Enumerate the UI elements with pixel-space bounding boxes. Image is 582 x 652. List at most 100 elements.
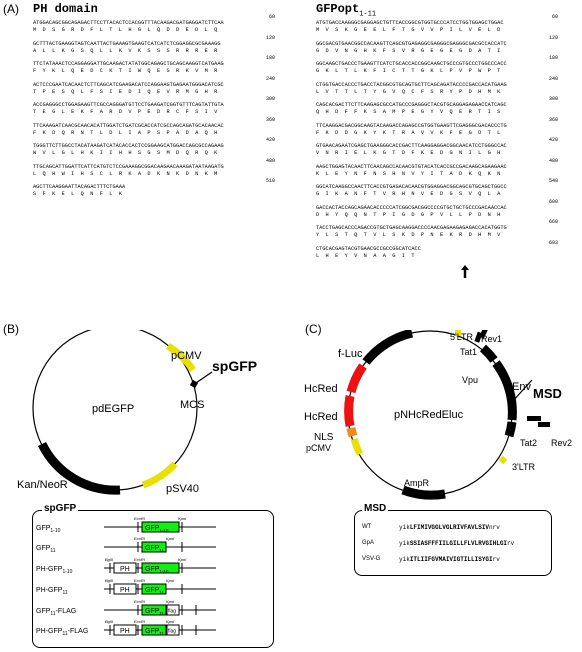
sequence-position: 540 <box>548 178 558 184</box>
amino-acid-sequence: M D S G R D F L T L H G L Q D D E D L Q <box>33 27 218 33</box>
gfp-fragment-box <box>141 562 180 574</box>
nucleotide-sequence: TTCTATAAACTCCAGGAGGATTGCAAGACTATATGGCAGA… <box>33 61 224 67</box>
amino-acid-sequence: S F K E L Q N F L K <box>33 191 123 197</box>
gfp-box-label: GFP1-10 <box>145 525 169 533</box>
construct-name: PH-GFP1-10 <box>36 566 73 575</box>
nucleotide-sequence: CAGCACGACTTCTTCAAGAGCGCCATGCCCGAGGGCTACG… <box>316 102 507 108</box>
amino-acid-sequence: L H E Y V N A A G I T <box>316 252 415 259</box>
msd-variant-name: WT <box>362 524 372 530</box>
construct-name: GFP1-10 <box>36 525 61 534</box>
nucleotide-sequence: ACCGAGGGCCTGGAGAAGTTCGCCAGGGATGTTCCTGAAG… <box>33 102 224 108</box>
tat2-label: Tat2 <box>520 438 537 448</box>
ph-domain-box <box>113 562 137 574</box>
pcmv-label: pCMV <box>171 350 202 362</box>
hcred1-label: HcRed <box>304 383 338 395</box>
nucleotide-sequence: GCTTTACTGAAGGTAGTCAATTACTGAAAGTGAAGTCATC… <box>33 40 221 47</box>
amino-acid-sequence: L V T T L T Y G V Q C F S R Y P D H M K <box>316 88 501 95</box>
nucleotide-sequence: TGGGTTCTTGGCCTACATAAGATCATACACCACTCCGGAA… <box>33 143 224 149</box>
kpni-site-label: KpnI <box>166 599 175 604</box>
mcs-block <box>189 379 199 389</box>
msd-box-title: MSD <box>362 503 389 514</box>
env-label: Env <box>512 381 531 393</box>
amino-acid-sequence: F K D D G K Y K T R A V V K F E G D T L <box>316 129 501 136</box>
nucleotide-sequence: ACTCCCGAATCACAACTCTTCAGCATCGAAGACATCCAGG… <box>33 81 224 88</box>
sequence-position: 300 <box>548 96 558 102</box>
amino-acid-sequence: F K D Q R N T L D L I A P S P A D A Q H <box>33 129 218 136</box>
nucleotide-sequence: CTGCACGAGTACGTGAACGCCGCCGGCATCACC <box>316 245 421 252</box>
amino-acid-sequence: W V L G L H K I I H H S G S M D Q R Q K <box>33 150 218 156</box>
amino-acid-sequence: F Y K L Q E D C K T I W Q E S R K V M R <box>33 68 218 74</box>
sequence-position: 693 <box>548 239 558 246</box>
kpni-site-label: KpnI <box>166 578 175 583</box>
pnhcredeluc-name: pNHcRedEluc <box>394 409 464 421</box>
nucleotide-sequence: TTGCAGCATTGGATTCATTCATGTCTCCGAAAGGCGGACA… <box>33 163 224 170</box>
amino-acid-sequence: L Q H W I H S C L R K A D K N K D N K M <box>33 170 218 177</box>
hcred2-label: HcRed <box>304 411 338 423</box>
sequence-position: 240 <box>548 75 558 82</box>
nls-label: NLS <box>314 432 334 443</box>
bglii-site-label: BglII <box>105 578 114 583</box>
ecori-site-label: EcoRI <box>134 557 146 562</box>
amino-acid-sequence: G K L T L K F I C T T G K L P V P W P T <box>316 68 501 74</box>
sequence-position: 180 <box>265 55 275 61</box>
gfp-fragment-box <box>141 521 180 533</box>
ecori-site-label: EcoRI <box>134 516 146 521</box>
kpni-site-label: KpnI <box>166 619 175 624</box>
kpni-site-label: KpnI <box>178 516 187 521</box>
msd-arc <box>504 421 517 438</box>
sequence-position: 240 <box>265 75 275 82</box>
construct-name: GFP11 <box>36 545 56 554</box>
mcs-label: MCS <box>180 399 204 411</box>
sequence-position: 120 <box>548 34 558 41</box>
ampr-label: AmpR <box>404 478 430 488</box>
nucleotide-sequence: ATGGACAGCGGCAGAGACTTCCTTACACTCCACGGTTTAC… <box>33 20 224 26</box>
psv40-label: pSV40 <box>166 483 199 495</box>
nucleotide-sequence: GTGAACAGAATCGAGCTGAAGGGCACCGACTTCAAGGAGG… <box>316 143 507 149</box>
nucleotide-sequence: GGCAAGCTGACCCTGAAGTTCATCTGCACCACCGGCAAGC… <box>316 61 507 67</box>
nucleotide-sequence: TTCAAGGACGACGGCAAGTACAAGACCAGAGCCGTGGTGA… <box>316 122 507 129</box>
sequence-position: 60 <box>268 14 275 20</box>
gfpopt-title: GFPopt1-11 <box>316 2 377 19</box>
hcred-arc-1 <box>346 363 367 394</box>
pcmv-c-label: pCMV <box>306 443 331 453</box>
sequence-position: 600 <box>548 198 558 205</box>
ltr5-label: 5'LTR <box>450 332 474 342</box>
msd-variant-name: GpA <box>362 540 375 546</box>
sequence-position: 120 <box>265 34 275 41</box>
gfp-box-label: GFP11 <box>145 628 165 636</box>
nucleotide-sequence: AAGCTGGAGTACAACTTCAACAGCCACAACGTGTACATCA… <box>316 163 507 170</box>
amino-acid-sequence: Y L S T Q T V L S K D P N E K R D H M V <box>316 232 501 238</box>
construct-name: PH-GFP11-FLAG <box>36 628 88 637</box>
rev2-block <box>538 422 550 427</box>
gfp-fragment-box <box>141 541 167 553</box>
flag-tag-box <box>166 604 180 616</box>
construct-name: GFP11-FLAG <box>36 608 76 617</box>
sequence-position: 660 <box>548 219 558 225</box>
vpu-arc <box>479 344 498 363</box>
amino-acid-sequence: M V S K G E E L F T G V V P I L V E L D <box>316 27 501 33</box>
rev2-label: Rev2 <box>551 438 572 448</box>
ecori-site-label: EcoRI <box>134 599 146 604</box>
nls-arc <box>346 427 358 438</box>
sequence-position: 420 <box>265 137 275 143</box>
nucleotide-sequence: GACCACTACCAGCAGAACACCCCCATCGGCGACGGCCCCG… <box>316 204 507 211</box>
env-arc <box>492 360 517 421</box>
amino-acid-sequence: D H Y Q Q N T P I G D G P V L L P D N H <box>316 211 501 218</box>
ecori-site-label: EcoRI <box>134 578 146 583</box>
ph-box-label: PH <box>120 566 130 573</box>
gfp-box-label: GFP11 <box>145 545 165 553</box>
bglii-site-label: BglII <box>105 619 114 624</box>
nucleotide-sequence: TTCAAAGATCAACGCAACACATTGGATCTGATCGCACCAT… <box>33 122 224 129</box>
vpu-label: Vpu <box>462 375 478 385</box>
